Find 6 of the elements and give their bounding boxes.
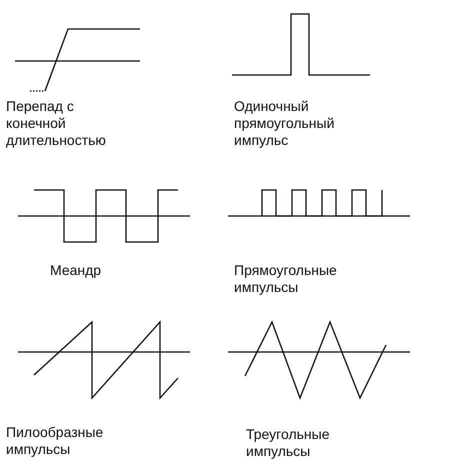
waveform-caption: Треугольные импульсы xyxy=(246,426,331,460)
waveform-caption: Прямоугольные импульсы xyxy=(234,262,338,296)
waveform-caption: Одиночный прямоугольный импульс xyxy=(234,98,336,149)
waveform-caption: Перепад с конечной длительностью xyxy=(6,98,107,149)
waveform-caption: Пилообразные импульсы xyxy=(6,424,104,458)
waveform-caption: Меандр xyxy=(50,262,102,279)
